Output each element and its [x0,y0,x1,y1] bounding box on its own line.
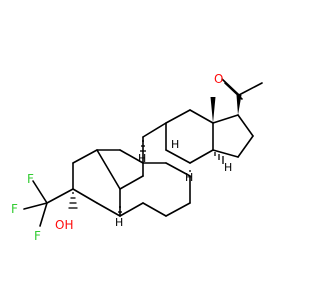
fluorine-label-left: F [11,202,18,216]
fluorine-label-top: F [27,172,34,186]
methyl-wedge [210,97,216,123]
hydroxyl-hash-bond [68,192,78,209]
acetyl-group [221,78,263,115]
trifluoromethyl-group [23,180,74,227]
hydroxyl-label: OH [55,218,73,232]
hydrogen-label-c10: H [138,152,146,165]
hydrogen-label-c14: H [224,161,232,174]
stereo-hash-bonds [118,140,224,213]
ring-a [72,149,121,217]
fluorine-label-bottom: F [34,229,41,243]
structure-diagram: O OH F F F H H H H H [11,72,263,243]
hydrogen-label-c8: H [185,171,193,184]
hydrogen-label-c9: H [171,138,179,151]
ring-c [142,109,214,164]
ring-d [212,114,254,158]
carbonyl-oxygen-label: O [214,72,223,86]
ring-b [96,149,191,217]
hydrogen-label-c5: H [115,216,123,229]
